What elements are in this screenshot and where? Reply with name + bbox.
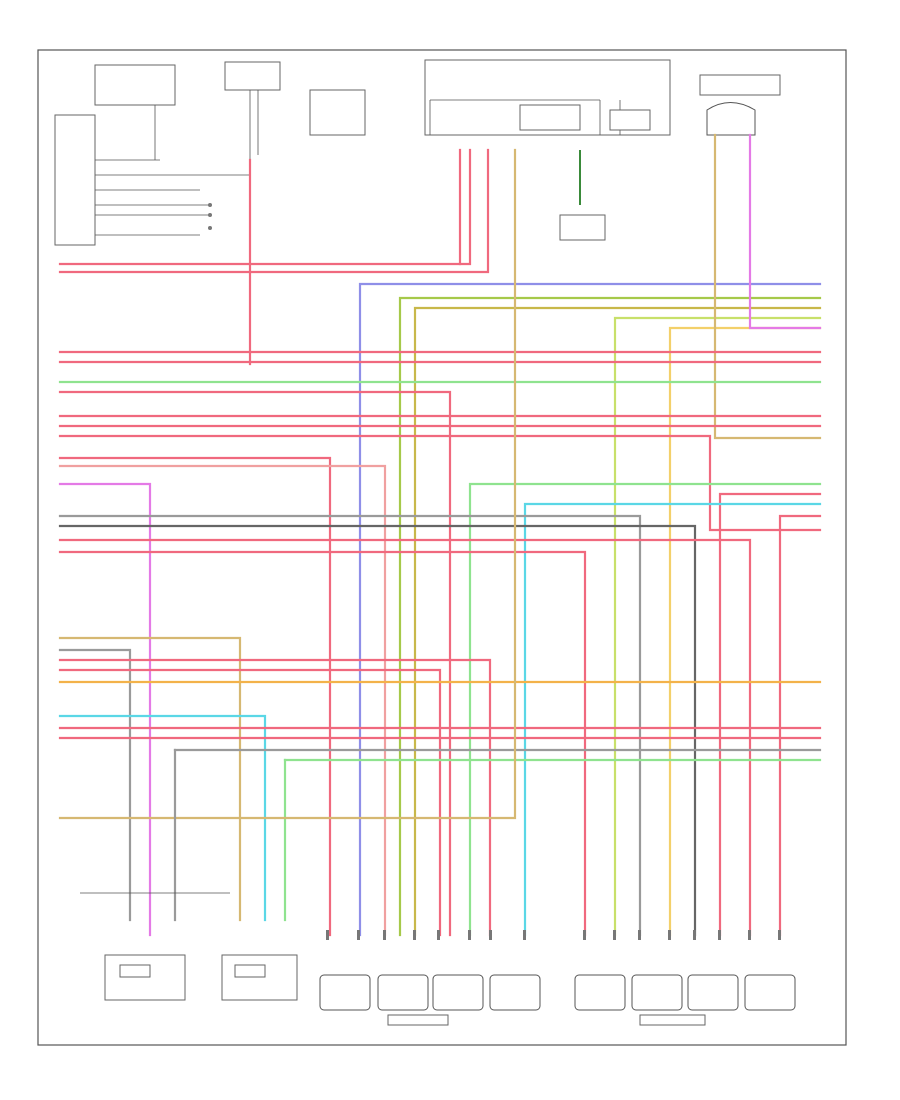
relay-box-left [54, 114, 96, 246]
injectors-bank-2 [574, 974, 796, 1026]
top-components [54, 59, 781, 246]
component-top-left [94, 64, 176, 106]
fuse-block-center [224, 61, 281, 91]
wire-harness [58, 133, 822, 937]
diagram-frame [37, 49, 847, 1046]
injector-2 [377, 974, 429, 1011]
injectors-bank-1 [319, 974, 541, 1026]
component-center-label [309, 89, 366, 136]
injector-3 [432, 974, 484, 1011]
connector-pins [326, 930, 781, 940]
injector-4 [489, 974, 541, 1011]
component-top-right-sensor [699, 74, 781, 136]
injector-1 [319, 974, 371, 1011]
injector-6 [631, 974, 683, 1011]
injector-8 [744, 974, 796, 1011]
ground-symbol-center [559, 150, 606, 241]
injector-7 [687, 974, 739, 1011]
injector-5 [574, 974, 626, 1011]
bottom-switches [80, 892, 298, 1001]
